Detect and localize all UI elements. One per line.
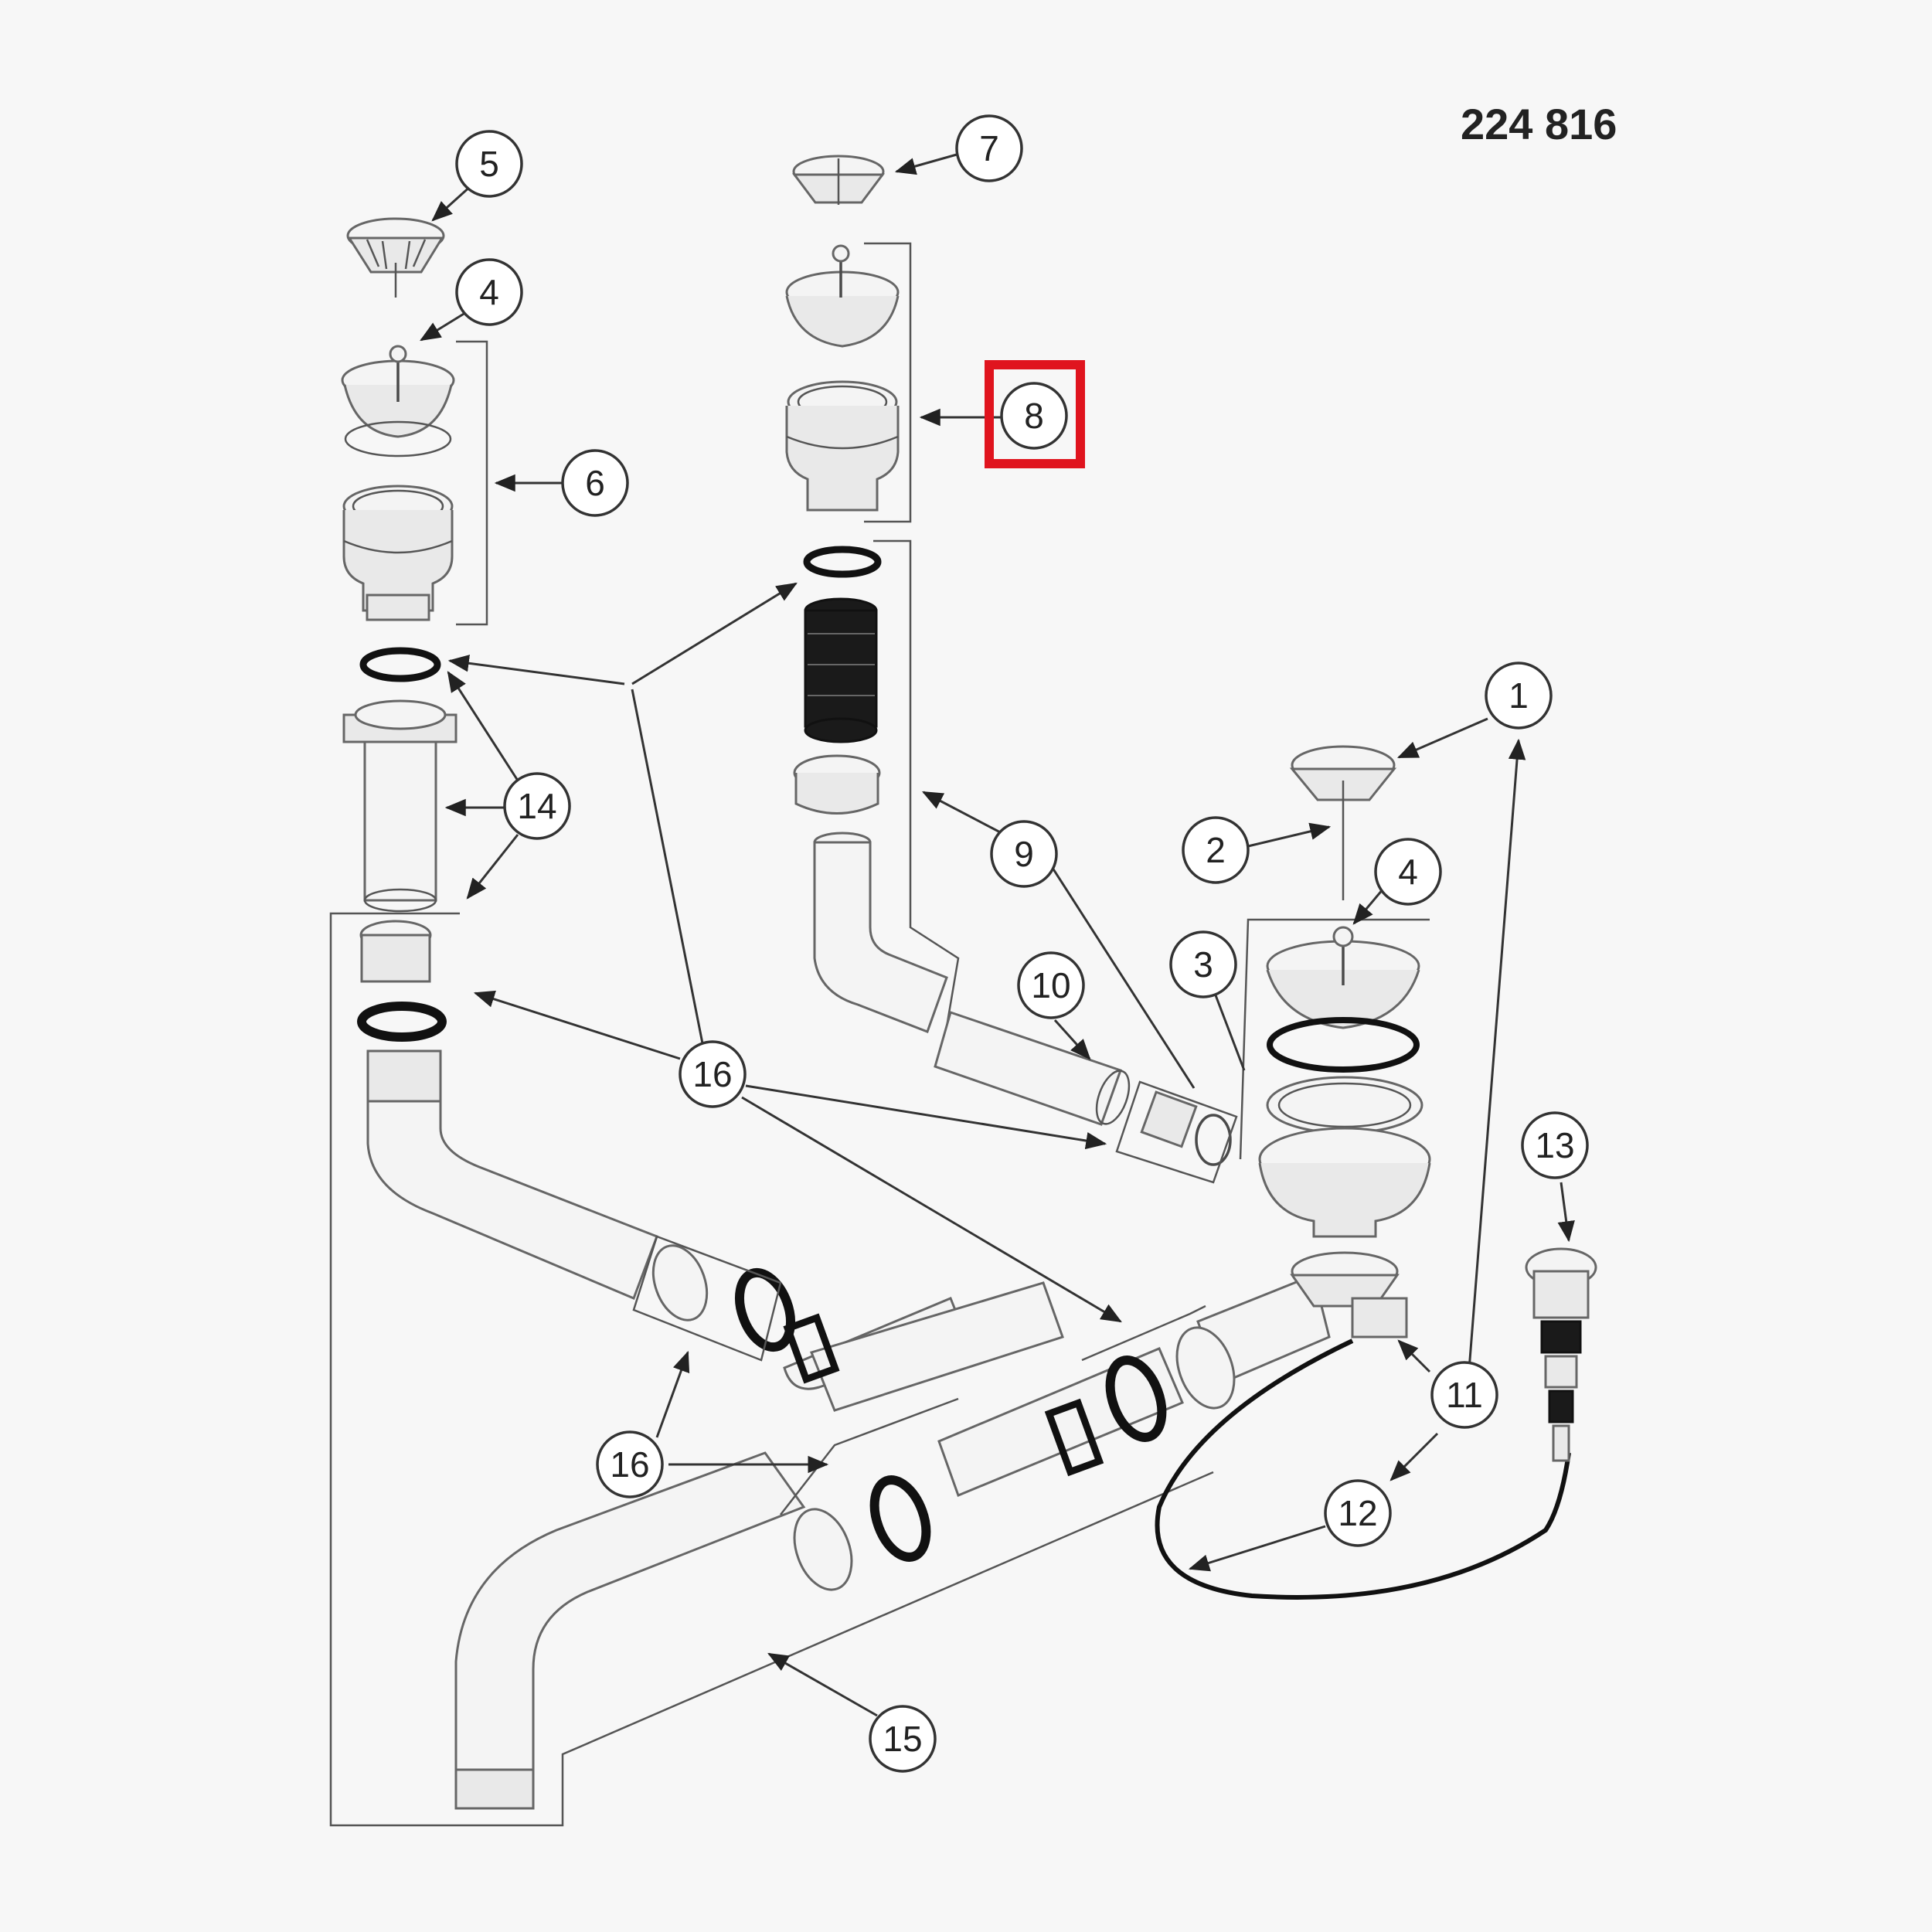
plug-middle bbox=[785, 244, 900, 348]
callout-10: 10 bbox=[1017, 951, 1085, 1019]
seal-ring-left bbox=[359, 647, 441, 682]
bracket-15 bbox=[329, 912, 1214, 1827]
svg-text:7: 7 bbox=[979, 128, 999, 168]
leader-lines bbox=[420, 151, 1575, 1717]
callout-5: 5 bbox=[455, 130, 523, 198]
drain-pipe-15 bbox=[366, 1049, 1331, 1810]
callout-15: 15 bbox=[869, 1705, 937, 1773]
seal-ring-right bbox=[1267, 1017, 1420, 1073]
basket-body-left bbox=[342, 485, 454, 621]
svg-text:4: 4 bbox=[1398, 852, 1418, 892]
svg-text:10: 10 bbox=[1031, 965, 1070, 1005]
callout-1: 1 bbox=[1485, 662, 1553, 730]
callout-8: 8 bbox=[985, 360, 1085, 468]
overflow-elbow-middle bbox=[813, 832, 948, 1033]
callout-11: 11 bbox=[1430, 1361, 1498, 1429]
basket-body-right bbox=[1258, 1076, 1431, 1238]
svg-text:13: 13 bbox=[1535, 1125, 1574, 1165]
svg-text:14: 14 bbox=[517, 786, 556, 826]
callout-4-right: 4 bbox=[1374, 838, 1442, 906]
callout-16-lower: 16 bbox=[596, 1430, 664, 1498]
connector-set-16-middle bbox=[1081, 1304, 1236, 1442]
plug-right bbox=[1266, 926, 1420, 1029]
overflow-connector-left bbox=[342, 699, 457, 913]
svg-text:12: 12 bbox=[1338, 1493, 1377, 1533]
svg-text:4: 4 bbox=[479, 272, 499, 312]
callout-8-highlight-box bbox=[985, 360, 1085, 468]
pipe-joint-left bbox=[783, 1313, 840, 1384]
connector-set-16-left bbox=[632, 1235, 795, 1362]
cable-12 bbox=[1155, 1338, 1571, 1600]
overflow-tube-10 bbox=[934, 1011, 1131, 1126]
nut-middle bbox=[793, 754, 881, 815]
basket-body-middle bbox=[785, 380, 900, 512]
callout-9: 9 bbox=[990, 820, 1058, 888]
overflow-button-13 bbox=[1525, 1247, 1597, 1462]
svg-text:15: 15 bbox=[883, 1719, 922, 1759]
plug-left bbox=[341, 345, 455, 457]
waste-outlet-right bbox=[1290, 1251, 1408, 1338]
nut-left bbox=[359, 920, 432, 983]
callout-16-upper: 16 bbox=[679, 1040, 747, 1108]
bracket-8 bbox=[864, 242, 912, 523]
svg-text:5: 5 bbox=[479, 144, 499, 184]
drawing-number: 224 816 bbox=[1461, 100, 1617, 148]
callout-2: 2 bbox=[1182, 816, 1250, 884]
seal-ring-middle bbox=[803, 546, 882, 578]
strainer-basket-middle bbox=[792, 155, 885, 205]
svg-text:9: 9 bbox=[1014, 834, 1034, 874]
connector-set-16-bottom bbox=[780, 1397, 959, 1591]
pipe-joint-middle bbox=[1044, 1398, 1104, 1477]
callout-12: 12 bbox=[1324, 1479, 1392, 1547]
svg-text:1: 1 bbox=[1509, 675, 1529, 716]
strainer-basket-right bbox=[1289, 745, 1397, 900]
threaded-sleeve-middle bbox=[804, 597, 878, 743]
callout-3: 3 bbox=[1169, 930, 1237, 998]
svg-text:3: 3 bbox=[1193, 944, 1213, 985]
bracket-9 bbox=[873, 539, 960, 1060]
svg-text:11: 11 bbox=[1446, 1375, 1483, 1415]
strainer-basket-left bbox=[346, 217, 445, 298]
callout-14: 14 bbox=[503, 772, 571, 840]
bracket-6 bbox=[456, 340, 488, 626]
callout-13: 13 bbox=[1521, 1111, 1589, 1179]
callout-4-left: 4 bbox=[455, 258, 523, 326]
svg-text:16: 16 bbox=[692, 1054, 732, 1094]
callout-6: 6 bbox=[561, 449, 629, 517]
connector-3 bbox=[1115, 1080, 1238, 1184]
seal-ring-left-lower bbox=[357, 1002, 447, 1042]
svg-text:2: 2 bbox=[1206, 830, 1226, 870]
svg-text:8: 8 bbox=[1024, 396, 1044, 436]
callout-7: 7 bbox=[955, 114, 1023, 182]
svg-text:6: 6 bbox=[585, 463, 605, 503]
svg-text:16: 16 bbox=[610, 1444, 649, 1485]
